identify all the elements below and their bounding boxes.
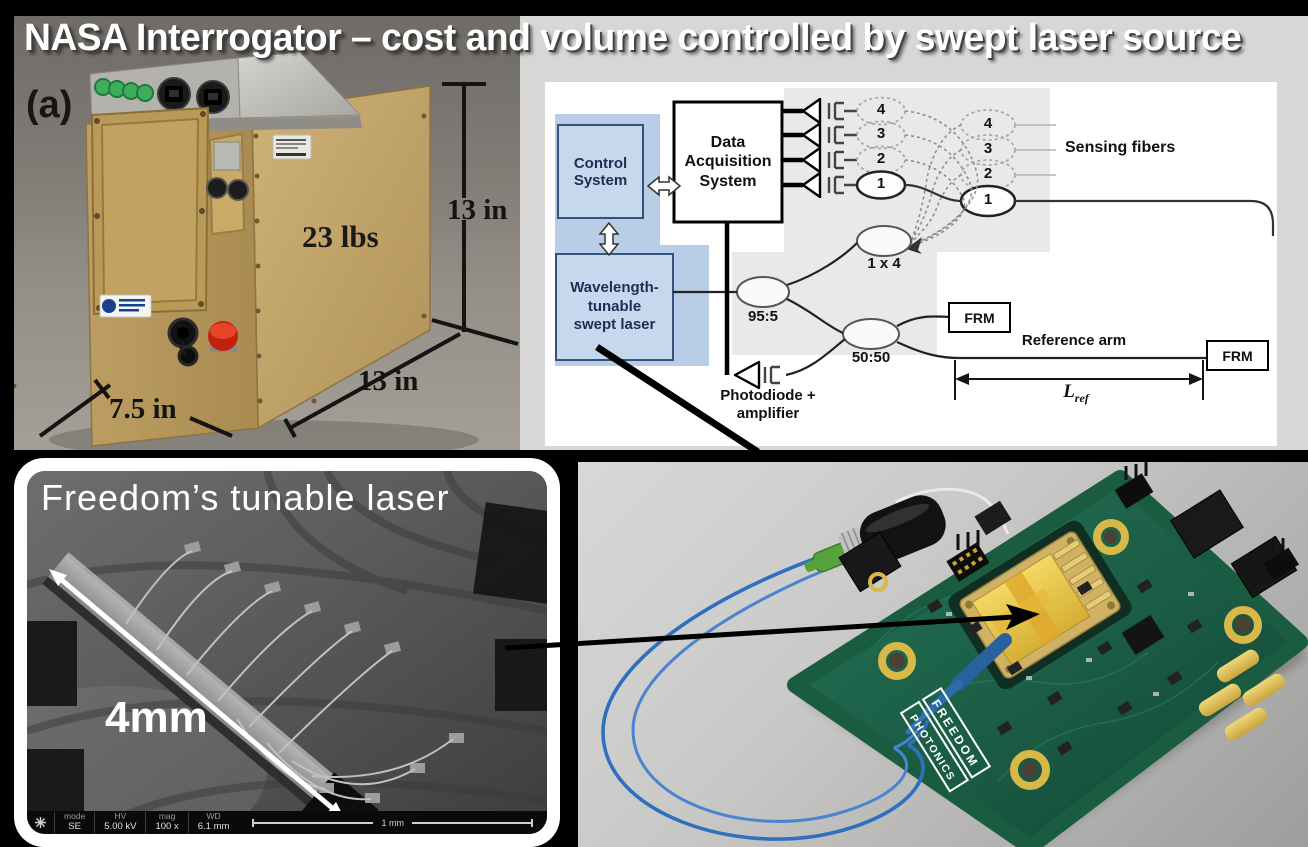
pin-headers bbox=[946, 462, 1300, 582]
channel-number: 1 bbox=[983, 191, 993, 208]
frm-label: FRM bbox=[1222, 347, 1253, 364]
sem-image: Freedom’s tunable laser 4mm mode SE HV 5… bbox=[27, 471, 547, 834]
daq-label: Data Acquisition System bbox=[684, 134, 772, 190]
pcb-art: FREEDOM PHOTONICS bbox=[601, 462, 1308, 847]
frm-label: FRM bbox=[964, 309, 995, 326]
fiber-connector-icon bbox=[763, 365, 780, 385]
channel1-fiber bbox=[904, 183, 1275, 236]
frm-box bbox=[948, 302, 1011, 333]
channel-number: 2 bbox=[983, 165, 993, 182]
door-screws bbox=[94, 111, 206, 311]
mounting-holes bbox=[868, 519, 1262, 790]
fiber-links bbox=[673, 242, 1207, 377]
sem-caption: Freedom’s tunable laser bbox=[41, 477, 450, 518]
sem-wd-cell: WD 6.1 mm bbox=[187, 811, 239, 833]
channel-number: 1 bbox=[876, 175, 886, 192]
fiber-bulkhead-connector bbox=[167, 317, 199, 367]
hinge-plate bbox=[213, 141, 241, 171]
dimension-lines bbox=[38, 82, 519, 438]
height-dimension-label: 13 in bbox=[447, 194, 508, 226]
depth-dimension-label: 13 in bbox=[358, 365, 419, 397]
sem-mag-cell: mag 100 x bbox=[145, 811, 187, 833]
coupler-1x4-label: 1 x 4 bbox=[867, 255, 901, 272]
channel-number: 4 bbox=[983, 115, 993, 132]
microscope-icon bbox=[27, 817, 54, 828]
fiber-bundle-dashed bbox=[904, 110, 979, 247]
nasa-label bbox=[99, 294, 152, 318]
lref-arrowhead bbox=[1189, 373, 1203, 385]
lref-label: Lref bbox=[1063, 381, 1089, 405]
bidirectional-arrow-icon bbox=[598, 221, 620, 257]
photodiode-icon bbox=[733, 360, 761, 390]
sem-status-bar: mode SE HV 5.00 kV mag 100 x WD 6.1 mm bbox=[27, 811, 547, 834]
coupler-50-50-label: 50:50 bbox=[851, 349, 891, 366]
diagram-panel: Control System Data Acquisition System W… bbox=[520, 16, 1308, 450]
hinge-knob bbox=[227, 179, 249, 201]
interrogator-photo-panel: (a) 23 lbs 13 in 13 in 7.5 in bbox=[14, 16, 520, 450]
ic-chips bbox=[838, 489, 1298, 656]
photodiode-label: Photodiode + amplifier bbox=[720, 387, 816, 422]
photodetector-rows bbox=[782, 97, 857, 199]
gold-connectors bbox=[1198, 649, 1286, 741]
bidirectional-arrow-icon bbox=[646, 175, 682, 197]
sem-image-frame: Freedom’s tunable laser 4mm mode SE HV 5… bbox=[14, 458, 560, 847]
interrogator-photo-art bbox=[14, 51, 519, 450]
bundle-arrowhead bbox=[906, 237, 922, 254]
edge-bolts bbox=[14, 113, 427, 404]
channel-number: 2 bbox=[876, 150, 886, 167]
sem-art bbox=[27, 471, 547, 834]
green-fiber-caps bbox=[94, 78, 154, 102]
front-door-panel bbox=[100, 117, 200, 306]
daq-box bbox=[672, 100, 784, 224]
width-dimension-label: 7.5 in bbox=[109, 393, 177, 425]
solder-pads bbox=[918, 582, 1194, 696]
weight-label: 23 lbs bbox=[302, 219, 379, 254]
coupler-95-5-label: 95:5 bbox=[747, 308, 779, 325]
sensing-fiber-stubs bbox=[1015, 124, 1056, 176]
coupler-50-50 bbox=[842, 318, 900, 350]
sem-hv-cell: HV 5.00 kV bbox=[94, 811, 145, 833]
silver-unit-top bbox=[237, 51, 362, 119]
frm-box bbox=[1206, 340, 1269, 371]
shaded-zone bbox=[784, 88, 1050, 252]
scale-label: 1 mm bbox=[381, 817, 404, 828]
control-system-label: Control System bbox=[573, 154, 628, 189]
panel-connectors bbox=[157, 77, 230, 114]
fiber-connector-icon bbox=[827, 101, 857, 195]
figure-label: (a) bbox=[26, 84, 73, 126]
swept-laser-label: Wavelength- tunable swept laser bbox=[570, 278, 659, 334]
system-diagram-art bbox=[555, 88, 1275, 400]
coupler-1x4 bbox=[856, 225, 912, 257]
channel-number: 3 bbox=[983, 140, 993, 157]
slide-title: NASA Interrogator – cost and volume cont… bbox=[24, 17, 1242, 59]
control-system-box bbox=[557, 124, 644, 219]
sem-mode-cell: mode SE bbox=[54, 811, 94, 833]
sem-scale-bar: 1 mm bbox=[252, 817, 534, 828]
reference-arm-label: Reference arm bbox=[1021, 332, 1127, 349]
small-components bbox=[926, 578, 1203, 756]
lref-arrowhead bbox=[955, 373, 969, 385]
pcb-photo-panel: FREEDOM PHOTONICS bbox=[578, 462, 1308, 847]
photodetector-icon bbox=[801, 97, 822, 199]
side-spec-label bbox=[272, 134, 312, 160]
chip-length-label: 4mm bbox=[105, 693, 208, 742]
channel-number: 4 bbox=[876, 101, 886, 118]
wire-bonds bbox=[125, 541, 464, 803]
red-button bbox=[208, 321, 238, 352]
hinge-knob bbox=[206, 177, 228, 199]
sensing-fibers-label: Sensing fibers bbox=[1065, 139, 1176, 156]
channel-number: 3 bbox=[876, 125, 886, 142]
lref-measure bbox=[954, 360, 1204, 400]
system-diagram: Control System Data Acquisition System W… bbox=[545, 82, 1277, 446]
header-pins-up bbox=[956, 462, 1285, 554]
coupler-95-5 bbox=[736, 276, 790, 308]
dark-components bbox=[27, 502, 547, 811]
